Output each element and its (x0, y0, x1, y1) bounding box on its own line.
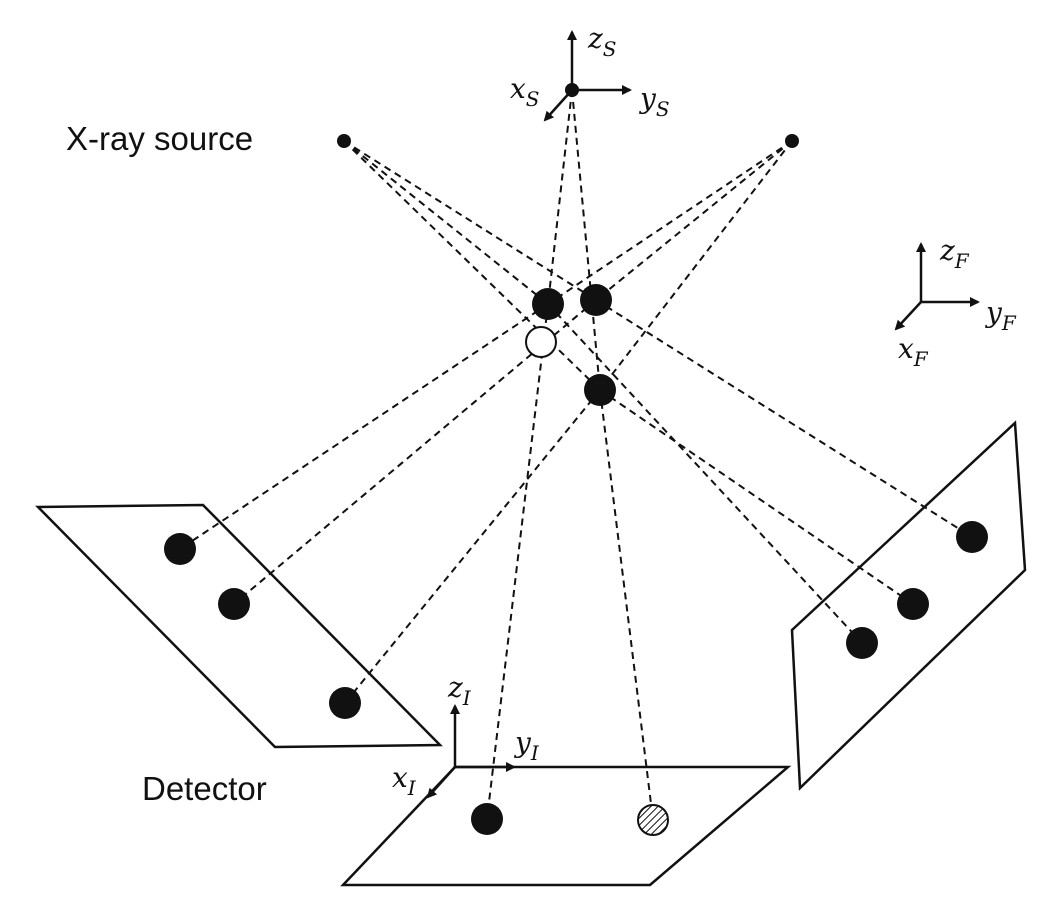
image-frame: zI yI xI (392, 671, 540, 800)
ray (595, 299, 973, 538)
ray (599, 389, 654, 821)
source-x-label: xS (510, 72, 540, 111)
object-marker (532, 288, 564, 320)
ray (179, 303, 549, 550)
projection-point (846, 627, 878, 659)
ray (344, 389, 601, 704)
xray-source-point-right (785, 134, 799, 148)
ray (343, 140, 597, 301)
ray (599, 389, 914, 605)
projection-point (164, 533, 196, 565)
image-x-axis (426, 766, 456, 799)
xray-source-label: X-ray source (66, 120, 253, 157)
detector-plate-bottom (340, 765, 792, 887)
source-y-label: yS (638, 82, 670, 121)
ray (486, 303, 549, 820)
source-z-label: zS (587, 22, 616, 61)
detector-plate-left (35, 503, 443, 749)
image-z-label: zI (447, 671, 472, 710)
fixed-x-axis (894, 301, 922, 331)
source-x-axis (543, 89, 573, 122)
image-x-label: xI (392, 761, 417, 800)
xray-source-point-left (337, 134, 351, 148)
fixed-x-label: xF (898, 332, 929, 371)
object-marker (584, 374, 616, 406)
source-frame: zS yS xS (510, 22, 670, 122)
fixed-y-label: yF (984, 296, 1017, 335)
ray (571, 89, 601, 391)
projection-point (471, 803, 503, 835)
ray (599, 140, 793, 391)
ray (547, 303, 863, 644)
ray (547, 89, 573, 305)
projection-point (329, 687, 361, 719)
fixed-frame: zF yF xF (894, 234, 1017, 371)
projection-point (897, 588, 929, 620)
projection-point-hatched (637, 804, 669, 836)
fixed-z-label: zF (939, 234, 970, 273)
ray (343, 140, 549, 305)
detector-label: Detector (142, 770, 267, 807)
ray (595, 140, 793, 301)
projection-point (956, 521, 988, 553)
projection-point (218, 588, 250, 620)
ray (547, 140, 793, 305)
object-marker-hollow (525, 326, 557, 358)
image-y-label: yI (513, 726, 540, 765)
object-marker (580, 284, 612, 316)
